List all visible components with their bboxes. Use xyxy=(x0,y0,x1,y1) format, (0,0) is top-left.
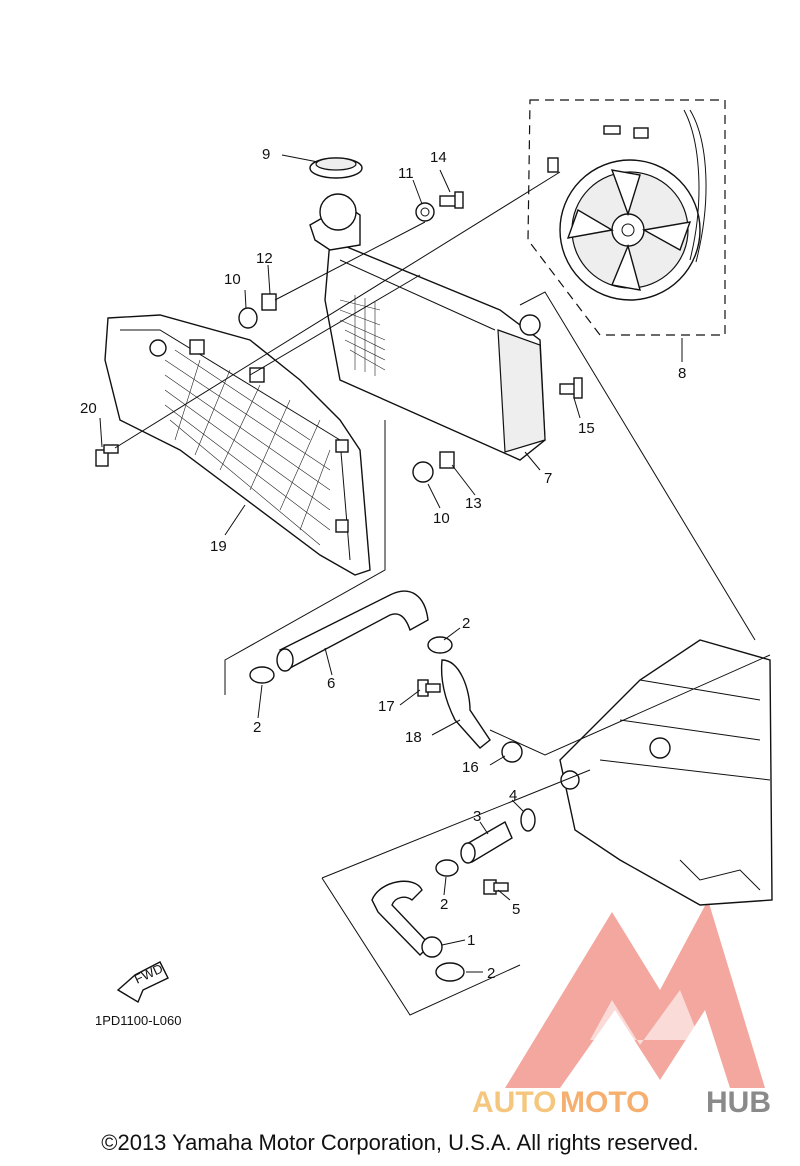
grommet-10a xyxy=(238,307,258,329)
engine-block xyxy=(559,639,773,906)
pipe-18 xyxy=(440,659,491,749)
watermark-auto: AUTO xyxy=(472,1086,556,1119)
label-2d: 2 xyxy=(487,965,495,982)
hose-6 xyxy=(276,590,429,672)
label-19: 19 xyxy=(210,538,227,555)
label-9: 9 xyxy=(262,146,270,163)
label-5: 5 xyxy=(512,901,520,918)
fan-assembly xyxy=(527,99,726,336)
collar-13 xyxy=(439,451,455,469)
label-20: 20 xyxy=(80,400,97,417)
label-7: 7 xyxy=(544,470,552,487)
label-1: 1 xyxy=(467,932,475,949)
label-2a: 2 xyxy=(462,615,470,632)
label-11: 11 xyxy=(398,165,414,182)
label-2b: 2 xyxy=(253,719,261,736)
label-13: 13 xyxy=(465,495,482,512)
o-ring-16 xyxy=(501,741,523,763)
clamp-2d xyxy=(435,962,465,982)
label-8: 8 xyxy=(678,365,686,382)
watermark-logo xyxy=(505,900,765,1088)
radiator-guard xyxy=(104,314,371,576)
bolt-15 xyxy=(559,377,583,399)
label-16: 16 xyxy=(462,759,479,776)
diagram-code: 1PD1100-L060 xyxy=(95,1013,182,1028)
label-4: 4 xyxy=(509,787,517,804)
pipe-3 xyxy=(460,821,513,864)
part-labels: 9 14 11 12 10 20 19 15 7 13 10 8 2 6 2 1… xyxy=(80,146,686,982)
clamp-2c xyxy=(435,859,459,877)
clamp-2b xyxy=(427,636,453,654)
bolt-5 xyxy=(483,879,509,895)
radiator-cap xyxy=(309,157,363,179)
label-10a: 10 xyxy=(224,271,241,288)
radiator xyxy=(309,193,546,461)
label-14: 14 xyxy=(430,149,447,166)
collar-11 xyxy=(415,202,435,222)
o-ring-4 xyxy=(520,808,536,832)
bolt-17 xyxy=(417,679,441,697)
copyright-notice: ©2013 Yamaha Motor Corporation, U.S.A. A… xyxy=(101,1130,699,1155)
leader-lines xyxy=(99,154,771,1016)
label-10b: 10 xyxy=(433,510,450,527)
watermark-hub: HUB xyxy=(706,1086,771,1119)
collar-12 xyxy=(261,293,277,311)
label-17: 17 xyxy=(378,698,395,715)
bolt-14 xyxy=(439,191,464,209)
watermark-text: AUTO MOTO HUB xyxy=(472,1086,771,1119)
fwd-arrow-icon: FWD xyxy=(116,961,169,1004)
bolt-20 xyxy=(95,444,119,467)
hose-1 xyxy=(371,880,443,958)
grommet-10b xyxy=(412,461,434,483)
watermark-moto: MOTO xyxy=(560,1086,649,1119)
label-3: 3 xyxy=(473,808,481,825)
label-18: 18 xyxy=(405,729,422,746)
clamp-2a xyxy=(249,666,275,684)
label-2c: 2 xyxy=(440,896,448,913)
label-15: 15 xyxy=(578,420,595,437)
label-12: 12 xyxy=(256,250,273,267)
label-6: 6 xyxy=(327,675,335,692)
